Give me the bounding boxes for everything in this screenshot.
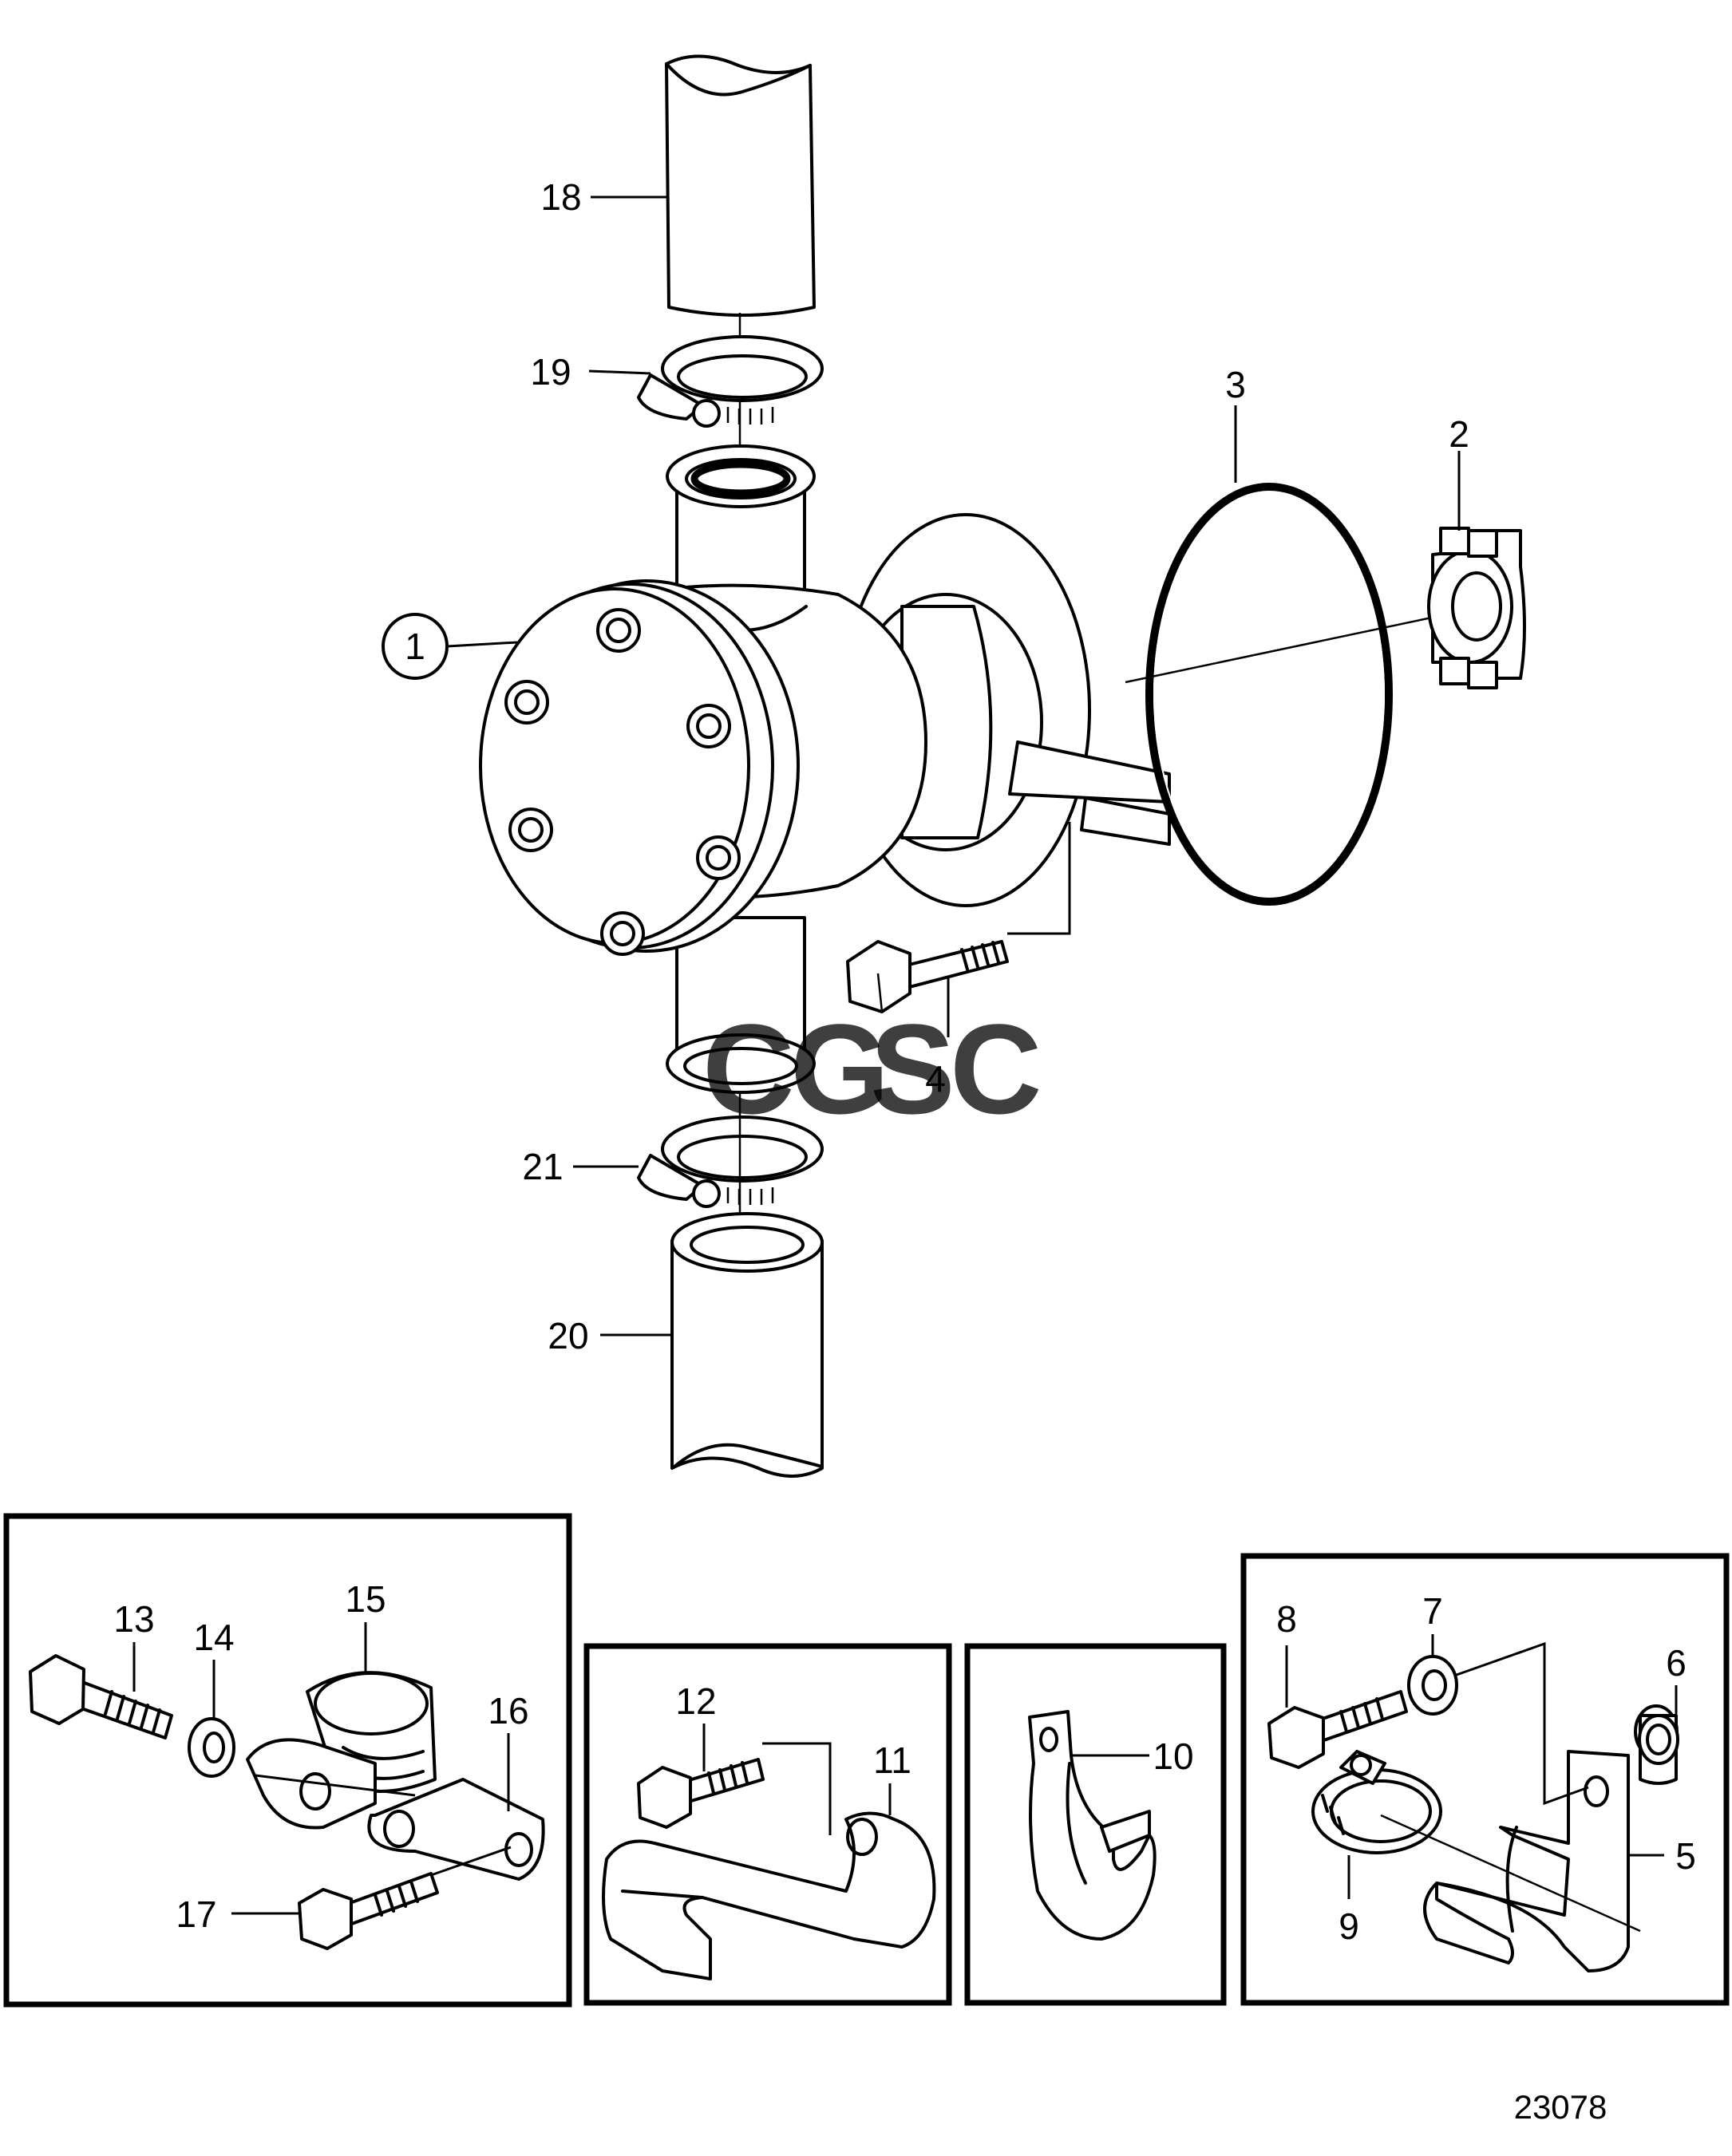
lower-hose-clamp — [637, 1116, 824, 1208]
detail-mount-assembly — [1267, 1655, 1679, 1972]
callout-7: 7 — [1422, 1590, 1443, 1632]
watermark: C G S C — [702, 997, 1042, 1140]
upper-hose-clamp — [637, 335, 824, 428]
detail-box-bracket — [3, 1513, 572, 2008]
callout-6: 6 — [1666, 1642, 1687, 1684]
callout-8: 8 — [1276, 1598, 1297, 1640]
pump-lower-inlet — [666, 916, 816, 1094]
detail-p-clip — [1028, 1710, 1157, 1941]
cover-bolts — [504, 608, 741, 956]
callout-1: 1 — [405, 626, 425, 667]
callout-11: 11 — [873, 1739, 911, 1781]
callout-12: 12 — [675, 1680, 716, 1722]
lower-hose — [670, 1212, 824, 1478]
callouts: 1 2 3 4 5 6 7 8 9 10 11 12 13 14 15 16 1… — [113, 176, 1695, 1947]
watermark-letter-4: C — [950, 997, 1042, 1140]
callout-5: 5 — [1675, 1835, 1696, 1877]
callout-17: 17 — [176, 1893, 216, 1935]
detail-box-p-clip — [964, 1643, 1227, 2006]
figure-number: 23078 — [1514, 2088, 1607, 2126]
callout-15: 15 — [345, 1578, 386, 1620]
detail-box-strap — [583, 1643, 952, 2006]
callout-16: 16 — [488, 1690, 528, 1732]
callout-9: 9 — [1339, 1905, 1359, 1947]
upper-hose — [665, 54, 816, 317]
callout-circle-1 — [382, 613, 449, 680]
watermark-letter-3: S — [870, 997, 955, 1140]
callout-3: 3 — [1225, 364, 1246, 405]
watermark-letter-2: G — [790, 997, 889, 1140]
callout-18: 18 — [540, 176, 581, 218]
callout-20: 20 — [548, 1315, 588, 1356]
flange-bolt — [846, 940, 1009, 1013]
callout-2: 2 — [1449, 413, 1469, 455]
watermark-letter-1: C — [702, 997, 795, 1140]
pump-drive-tongue — [1008, 740, 1171, 846]
o-ring — [1145, 483, 1393, 906]
callout-4: 4 — [925, 1058, 946, 1100]
callout-10: 10 — [1153, 1735, 1193, 1777]
drive-coupling — [1427, 527, 1526, 689]
callout-19: 19 — [530, 351, 571, 393]
detail-strap-assembly — [602, 1758, 936, 1980]
detail-bracket-assembly — [29, 1654, 545, 1950]
callout-14: 14 — [193, 1617, 234, 1658]
callout-21: 21 — [522, 1146, 563, 1187]
detail-box-mount — [1240, 1553, 1730, 2006]
callout-13: 13 — [113, 1598, 154, 1640]
